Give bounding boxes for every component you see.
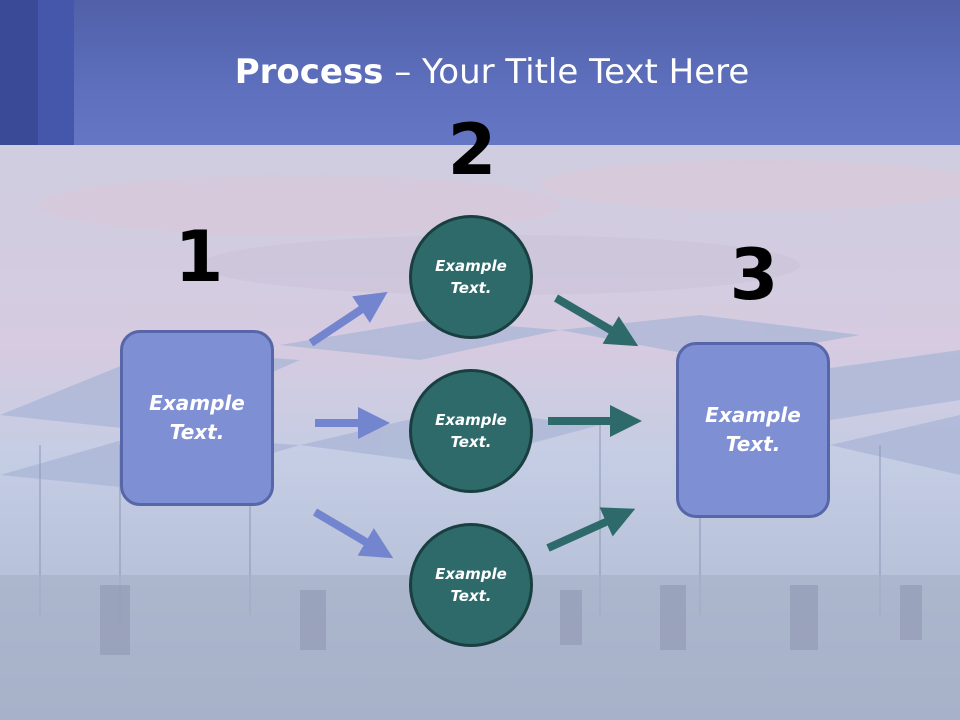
circle-text: Text. (450, 433, 492, 451)
arrow-circle-bottom-to-box (546, 507, 636, 552)
box-text: Example (149, 391, 245, 415)
circle-text: Text. (450, 587, 492, 605)
circle-text: Text. (450, 279, 492, 297)
circle-text: Example (435, 410, 507, 429)
title-rest: – Your Title Text Here (383, 52, 750, 92)
arrow-box-to-circle-top (308, 291, 388, 347)
title-bar: Process – Your Title Text Here (0, 0, 960, 145)
step-number-2: 2 (447, 109, 497, 191)
box-text: Example (705, 403, 801, 427)
header-accent-strip (0, 0, 38, 145)
box-text: Text. (169, 420, 225, 444)
arrow-circle-top-to-box (553, 294, 639, 347)
circle-text: Example (435, 564, 507, 583)
slide-title: Process – Your Title Text Here (0, 52, 960, 92)
step-number-1: 1 (174, 216, 224, 298)
box-text: Text. (725, 432, 781, 456)
circle-text: Example (435, 256, 507, 275)
header-accent-strip (38, 0, 74, 145)
title-bold: Process (234, 52, 384, 92)
arrow-box-to-circle-bottom (312, 508, 394, 559)
step-number-3: 3 (729, 234, 779, 316)
